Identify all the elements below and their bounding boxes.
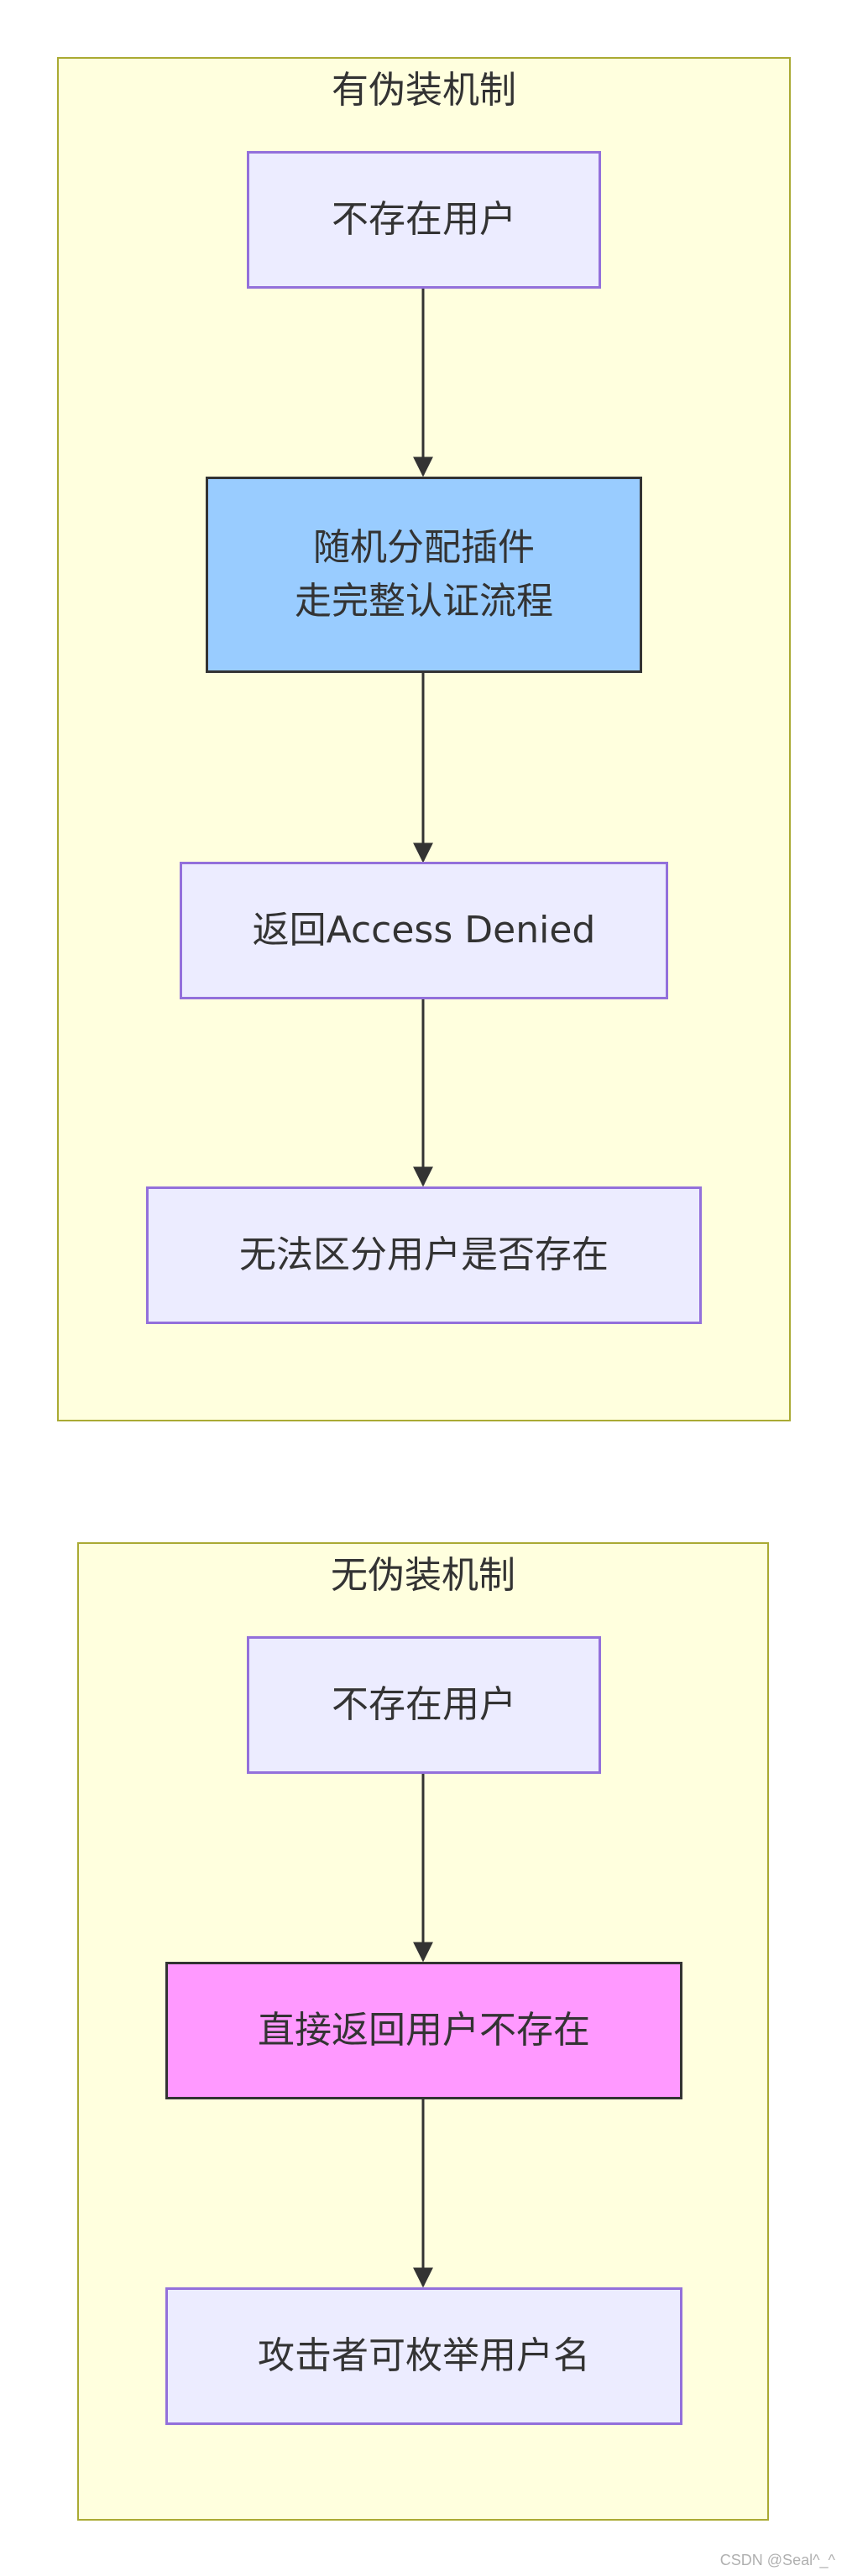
node-label: 不存在用户 xyxy=(332,1683,516,1727)
node-label-line2: 走完整认证流程 xyxy=(295,580,553,623)
node-direct-user-not-exist: 直接返回用户不存在 xyxy=(165,1962,682,2099)
node-nonexistent-user: 不存在用户 xyxy=(247,151,601,289)
node-random-plugin-auth: 随机分配插件 走完整认证流程 xyxy=(206,477,642,673)
cluster-title: 无伪装机制 xyxy=(331,1554,515,1597)
node-label: 不存在用户 xyxy=(332,198,516,242)
node-label: 攻击者可枚举用户名 xyxy=(258,2334,590,2378)
cluster-title: 有伪装机制 xyxy=(332,69,516,112)
node-label: 无法区分用户是否存在 xyxy=(239,1233,609,1277)
node-access-denied: 返回Access Denied xyxy=(180,862,668,999)
node-attacker-enumerate: 攻击者可枚举用户名 xyxy=(165,2287,682,2425)
node-nonexistent-user: 不存在用户 xyxy=(247,1636,601,1774)
node-cannot-distinguish: 无法区分用户是否存在 xyxy=(146,1186,702,1324)
node-label: 返回Access Denied xyxy=(252,909,596,952)
watermark: CSDN @Seal^_^ xyxy=(719,2552,835,2568)
node-label: 直接返回用户不存在 xyxy=(258,2009,590,2052)
node-label-line1: 随机分配插件 xyxy=(313,526,535,570)
